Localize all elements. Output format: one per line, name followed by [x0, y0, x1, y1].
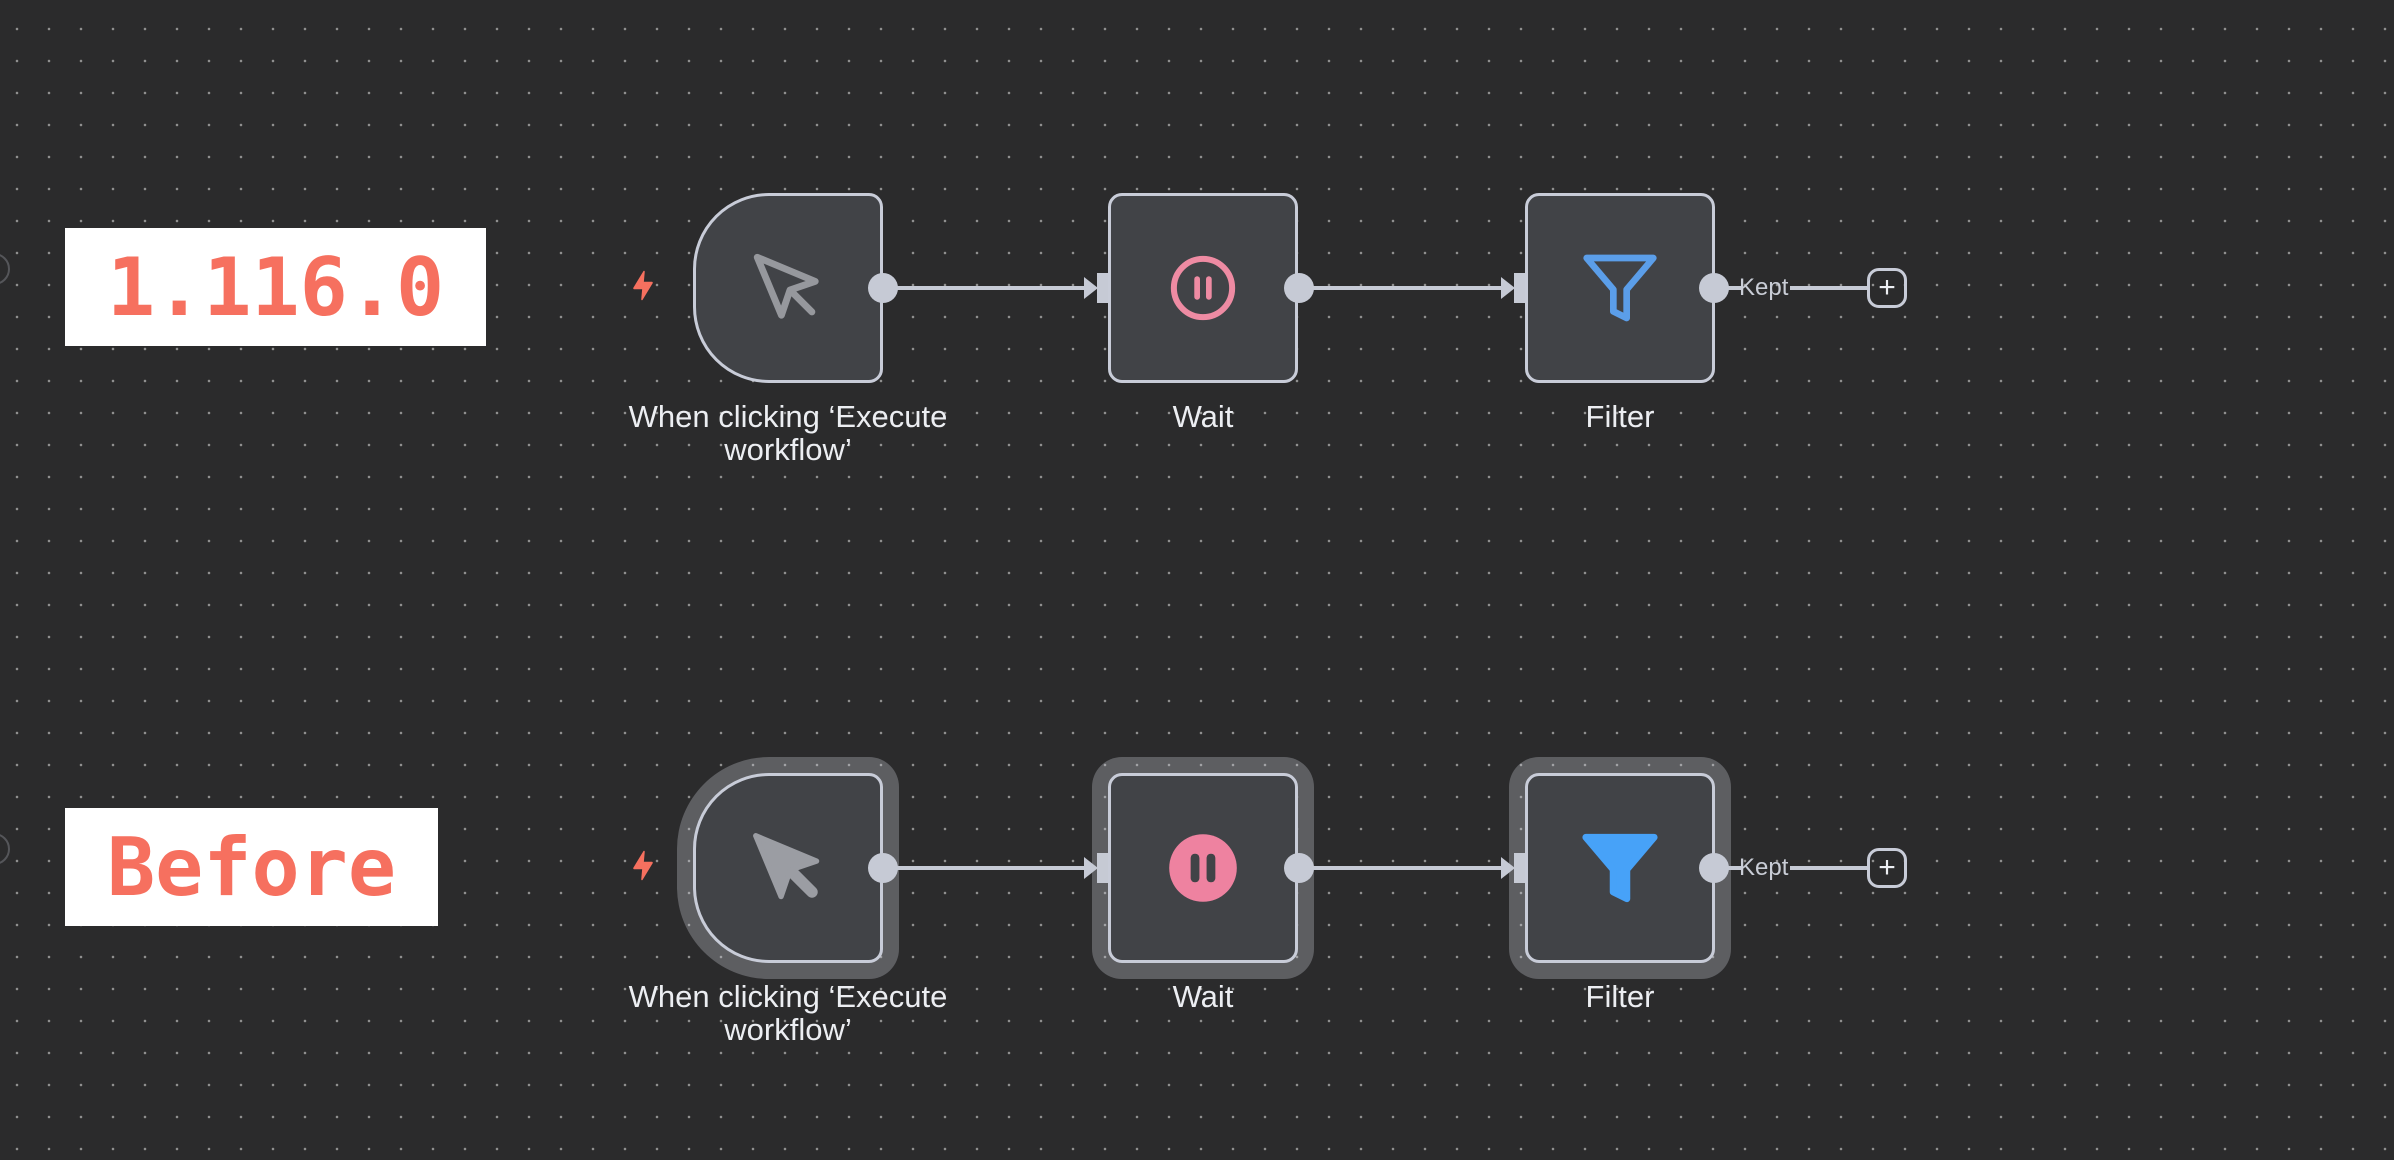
node-label-filter: Filter [1585, 399, 1655, 434]
output-connector[interactable] [1699, 853, 1729, 883]
mouse-pointer-icon [753, 253, 819, 319]
output-connector[interactable] [868, 273, 898, 303]
node-wait[interactable] [1108, 773, 1298, 963]
lightning-bolt-icon [633, 270, 653, 301]
connection-stub [1727, 286, 1741, 290]
output-connector[interactable] [868, 853, 898, 883]
node-label-wait: Wait [1172, 979, 1234, 1014]
node-label-manual-trigger: When clicking ‘Execute workflow’ [628, 399, 948, 467]
output-connector[interactable] [1284, 273, 1314, 303]
funnel-icon [1583, 254, 1657, 322]
node-label-wait: Wait [1172, 399, 1234, 434]
node-manual-trigger[interactable] [693, 773, 883, 963]
connection-line[interactable] [1790, 866, 1868, 870]
pause-circle-icon [1170, 255, 1236, 321]
add-node-button[interactable]: + [1867, 848, 1907, 888]
node-label-manual-trigger: When clicking ‘Execute workflow’ [628, 979, 948, 1047]
connection-arrowhead [1084, 277, 1098, 299]
node-filter[interactable] [1525, 773, 1715, 963]
node-filter[interactable] [1525, 193, 1715, 383]
add-node-button[interactable]: + [1867, 268, 1907, 308]
lightning-bolt-icon [633, 850, 653, 881]
output-branch-label: Kept [1739, 854, 1789, 881]
connection-line[interactable] [1312, 866, 1504, 870]
output-connector[interactable] [1699, 273, 1729, 303]
version-label-badge: Before [65, 808, 438, 926]
connection-line[interactable] [1790, 286, 1868, 290]
pause-circle-icon [1169, 834, 1237, 902]
workflow-row-before-version: Before Kept + When clicking ‘Execute w [0, 580, 2394, 1160]
connection-arrowhead [1501, 277, 1515, 299]
plus-icon: + [1878, 271, 1896, 304]
version-label-text: 1.116.0 [107, 240, 445, 334]
funnel-icon [1582, 833, 1658, 903]
output-connector[interactable] [1284, 853, 1314, 883]
connection-line[interactable] [1312, 286, 1504, 290]
connection-arrowhead [1084, 857, 1098, 879]
mouse-pointer-icon [753, 833, 820, 900]
workflow-row-new-version: 1.116.0 Kept + When clicking ‘Execute [0, 193, 1907, 467]
connection-line[interactable] [896, 286, 1086, 290]
plus-icon: + [1878, 851, 1896, 884]
node-label-filter: Filter [1585, 979, 1655, 1014]
node-manual-trigger[interactable] [693, 193, 883, 383]
connection-stub [1727, 866, 1741, 870]
version-label-badge: 1.116.0 [65, 228, 487, 346]
connection-line[interactable] [896, 866, 1086, 870]
version-label-text: Before [107, 820, 396, 914]
offscreen-node-fragment [0, 833, 10, 865]
output-branch-label: Kept [1739, 274, 1789, 301]
offscreen-node-fragment [0, 253, 10, 285]
node-wait[interactable] [1108, 193, 1298, 383]
connection-arrowhead [1501, 857, 1515, 879]
